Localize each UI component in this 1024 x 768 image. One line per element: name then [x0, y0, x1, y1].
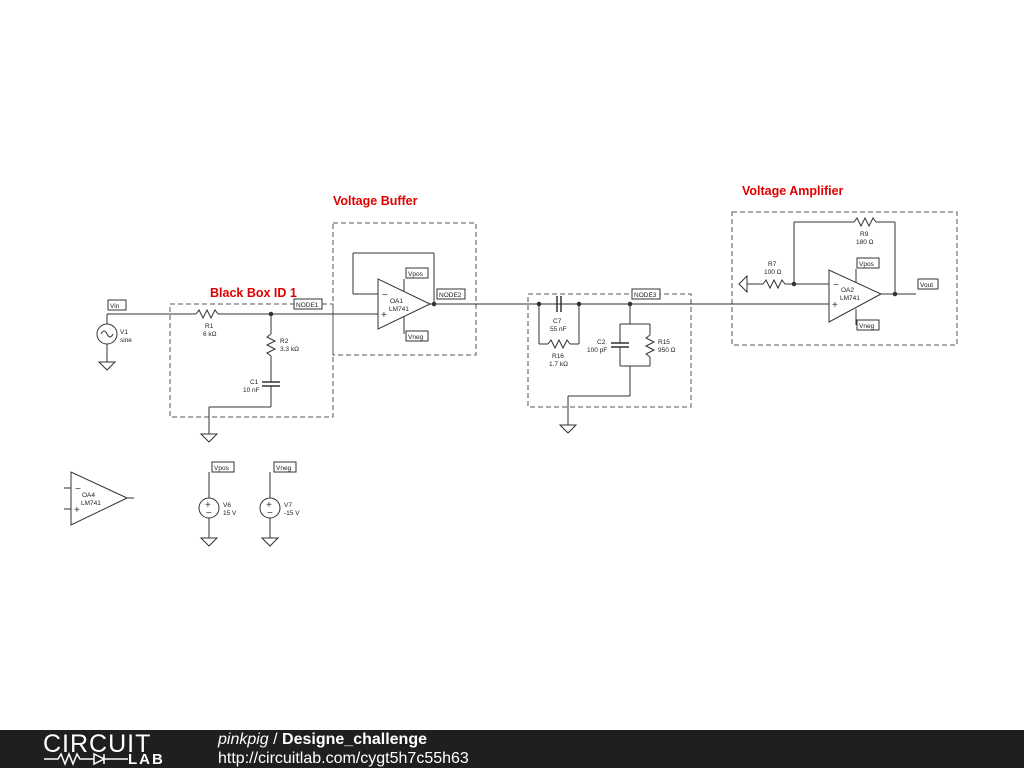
- vout-flag[interactable]: [917, 278, 939, 290]
- oa2-opamp[interactable]: [828, 269, 883, 323]
- footer-bar: [0, 730, 1024, 768]
- v1-value: sine: [120, 337, 132, 344]
- r9-name: R9: [860, 231, 869, 238]
- c1-name: C1: [250, 379, 259, 386]
- black-box-outline: [169, 303, 334, 418]
- r7-value: 100 Ω: [764, 269, 782, 276]
- node2-label: NODE2: [439, 292, 462, 299]
- amplifier-title: Voltage Amplifier: [742, 184, 844, 198]
- oa2-name: OA2: [841, 287, 854, 294]
- oa1-minus-pin: −: [382, 290, 388, 301]
- v7-vneg-label: Vneg: [276, 465, 292, 472]
- oa1-name: OA1: [390, 298, 403, 305]
- circuit-wave-icon: [44, 752, 128, 766]
- oa4-plus-pin: +: [74, 505, 80, 516]
- oa2-plus-pin: +: [832, 300, 838, 311]
- oa4-minus-pin: −: [75, 484, 81, 495]
- r7-resistor[interactable]: [762, 278, 786, 290]
- r15-resistor[interactable]: [644, 334, 656, 358]
- r15-value: 950 Ω: [658, 347, 676, 354]
- oa4-opamp[interactable]: [70, 471, 129, 526]
- oa2-vneg-label: Vneg: [859, 323, 875, 330]
- ground-icon: [97, 361, 117, 371]
- c7-value: 55 nF: [550, 326, 567, 333]
- v6-plus-sign: +: [205, 500, 211, 511]
- oa1-vneg-flag[interactable]: [405, 330, 429, 342]
- oa2-model: LM741: [840, 295, 860, 302]
- author-link[interactable]: pinkpig: [218, 731, 269, 748]
- oa2-vpos-label: Vpos: [859, 261, 875, 268]
- r1-name: R1: [205, 323, 214, 330]
- v7-plus-sign: +: [266, 500, 272, 511]
- buffer-title: Voltage Buffer: [333, 194, 418, 208]
- r1-value: 6 kΩ: [203, 331, 217, 338]
- v7-minus-sign: −: [267, 508, 273, 519]
- oa1-model: LM741: [389, 306, 409, 313]
- v7-value: -15 V: [284, 510, 300, 517]
- oa1-vpos-label: Vpos: [408, 271, 424, 278]
- r9-resistor[interactable]: [853, 216, 877, 228]
- v6-vpos-flag[interactable]: [211, 461, 235, 473]
- ground-icon: [558, 424, 578, 434]
- c2-value: 100 pF: [587, 347, 607, 354]
- r2-name: R2: [280, 338, 289, 345]
- oa4-name: OA4: [82, 492, 95, 499]
- vin-flag[interactable]: [107, 299, 127, 311]
- c2-name: C2: [597, 339, 606, 346]
- oa4-model: LM741: [81, 500, 101, 507]
- vout-label: Vout: [920, 282, 933, 289]
- r9-value: 180 Ω: [856, 239, 874, 246]
- project-title-link[interactable]: Designe_challenge: [282, 731, 427, 748]
- circuitlab-logo-top[interactable]: CIRCUIT: [43, 730, 152, 758]
- r1-resistor[interactable]: [195, 308, 219, 320]
- schematic-canvas: − + − + − + + − + − Vin NODE1 NODE2 NODE…: [64, 184, 958, 547]
- node1-flag[interactable]: [293, 298, 323, 310]
- r16-value: 1.7 kΩ: [549, 361, 568, 368]
- buffer-box-outline: [332, 222, 477, 356]
- r2-value: 3.3 kΩ: [280, 346, 299, 353]
- amplifier-box-outline: [731, 211, 958, 346]
- node2-flag[interactable]: [436, 288, 466, 300]
- sine-wave-icon: [100, 330, 114, 338]
- oa2-vpos-flag[interactable]: [856, 257, 880, 269]
- project-credit: pinkpig / Designe_challenge: [218, 731, 427, 749]
- ground-icon: [199, 537, 219, 547]
- r16-name: R16: [552, 353, 564, 360]
- ground-icon: [199, 433, 219, 443]
- oa2-vneg-flag[interactable]: [856, 319, 880, 331]
- v7-vneg-flag[interactable]: [273, 461, 297, 473]
- r15-name: R15: [658, 339, 670, 346]
- v1-name: V1: [120, 329, 128, 336]
- v6-vpos-label: Vpos: [214, 465, 230, 472]
- project-url[interactable]: http://circuitlab.com/cygt5h7c55h63: [218, 750, 469, 767]
- circuitlab-logo-bottom: LAB: [128, 751, 165, 768]
- v7-name: V7: [284, 502, 292, 509]
- r2-resistor[interactable]: [265, 333, 277, 357]
- black-box-title: Black Box ID 1: [210, 286, 297, 300]
- c1-value: 10 nF: [243, 387, 260, 394]
- oa1-vpos-flag[interactable]: [405, 267, 429, 279]
- credit-separator: /: [268, 731, 283, 748]
- filter-box-outline: [527, 293, 692, 408]
- node3-flag[interactable]: [631, 288, 661, 300]
- v6-name: V6: [223, 502, 231, 509]
- v6-minus-sign: −: [206, 508, 212, 519]
- r16-resistor[interactable]: [547, 338, 571, 350]
- r7-name: R7: [768, 261, 777, 268]
- oa1-plus-pin: +: [381, 310, 387, 321]
- ground-icon: [260, 537, 280, 547]
- vin-label: Vin: [110, 303, 120, 310]
- node1-label: NODE1: [296, 302, 319, 309]
- oa2-minus-pin: −: [833, 280, 839, 291]
- ground-icon: [738, 274, 748, 294]
- v6-value: 15 V: [223, 510, 237, 517]
- c7-name: C7: [553, 318, 562, 325]
- node3-label: NODE3: [634, 292, 657, 299]
- oa1-vneg-label: Vneg: [408, 334, 424, 341]
